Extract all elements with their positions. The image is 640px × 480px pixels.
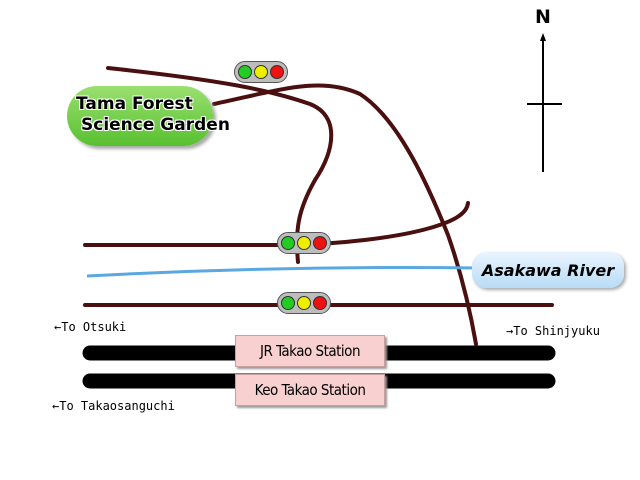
signal-yellow-light [297,296,311,310]
asakawa-river-label: Asakawa River [472,252,624,288]
traffic-signal-icon [234,61,288,83]
traffic-signal-icon [277,232,331,254]
jr-takao-station: JR Takao Station [235,335,385,367]
garden-name-line1: Tama Forest [76,94,193,114]
signal-green-light [281,296,295,310]
compass-icon [527,33,562,172]
road-middle [83,201,470,247]
garden-name-line2: Science Garden [81,115,230,135]
direction-to-otsuki: ←To Otsuki [54,320,127,334]
signal-yellow-light [297,236,311,250]
compass-north-label: N [535,6,551,28]
tama-forest-science-garden: Tama Forest Science Garden [67,86,230,146]
keo-takao-station: Keo Takao Station [235,374,385,406]
road-garden-east [212,83,478,346]
direction-to-shinjyuku: →To Shinjyuku [506,324,600,338]
asakawa-river [86,265,481,278]
signal-yellow-light [254,65,268,79]
signal-green-light [281,236,295,250]
signal-red-light [313,236,327,250]
signal-red-light [270,65,284,79]
direction-to-takaosanguchi: ←To Takaosanguchi [52,399,175,413]
signal-green-light [238,65,252,79]
signal-red-light [313,296,327,310]
traffic-signal-icon [277,292,331,314]
road-north-diagonal [106,66,334,264]
